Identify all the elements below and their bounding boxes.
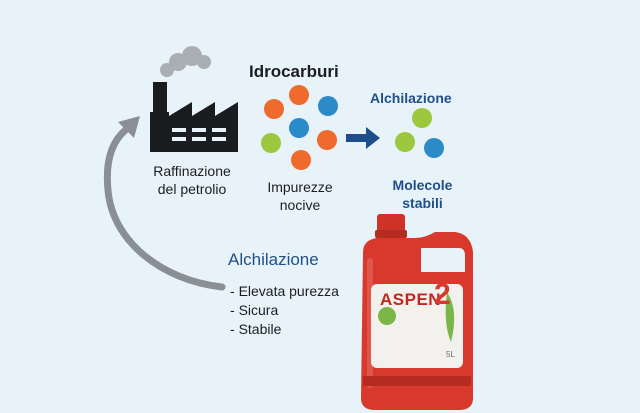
impurities-label-line1: Impurezze bbox=[267, 179, 333, 195]
process-arrow-icon bbox=[346, 127, 380, 149]
alkylation-benefits-title: Alchilazione bbox=[228, 250, 319, 269]
impurities-label-line2: nocive bbox=[279, 197, 321, 213]
molecule-orange bbox=[291, 150, 311, 170]
product-brand: ASPEN bbox=[380, 290, 442, 309]
stable-molecules-label-line1: Molecole bbox=[392, 177, 453, 193]
benefit-item: Elevata purezza bbox=[230, 282, 339, 301]
alkylation-step-title: Alchilazione bbox=[370, 90, 452, 106]
refinery-label-line2: del petrolio bbox=[157, 181, 227, 197]
benefit-item: Sicura bbox=[230, 301, 339, 320]
stable-molecules-label: Molecole stabili bbox=[375, 176, 470, 212]
molecule-orange bbox=[289, 85, 309, 105]
stable-molecules-label-line2: stabili bbox=[402, 195, 443, 211]
impurities-molecules bbox=[261, 85, 338, 170]
stable-molecules bbox=[395, 108, 444, 158]
molecule-orange bbox=[264, 99, 284, 119]
factory-icon bbox=[150, 46, 238, 152]
hydrocarbons-title: Idrocarburi bbox=[249, 62, 339, 81]
molecule-green bbox=[261, 133, 281, 153]
aspen-canister bbox=[361, 214, 473, 410]
refinery-label: Raffinazione del petrolio bbox=[137, 162, 247, 198]
molecule-blue bbox=[318, 96, 338, 116]
product-number: 2 bbox=[434, 278, 451, 311]
molecule-green bbox=[395, 132, 415, 152]
molecule-green bbox=[412, 108, 432, 128]
benefits-list: Elevata purezza Sicura Stabile bbox=[230, 282, 339, 339]
molecule-orange bbox=[317, 130, 337, 150]
benefit-item: Stabile bbox=[230, 320, 339, 339]
molecule-blue bbox=[424, 138, 444, 158]
impurities-label: Impurezze nocive bbox=[250, 178, 350, 214]
product-volume: 5L bbox=[446, 350, 455, 359]
molecule-blue bbox=[289, 118, 309, 138]
refinery-label-line1: Raffinazione bbox=[153, 163, 231, 179]
